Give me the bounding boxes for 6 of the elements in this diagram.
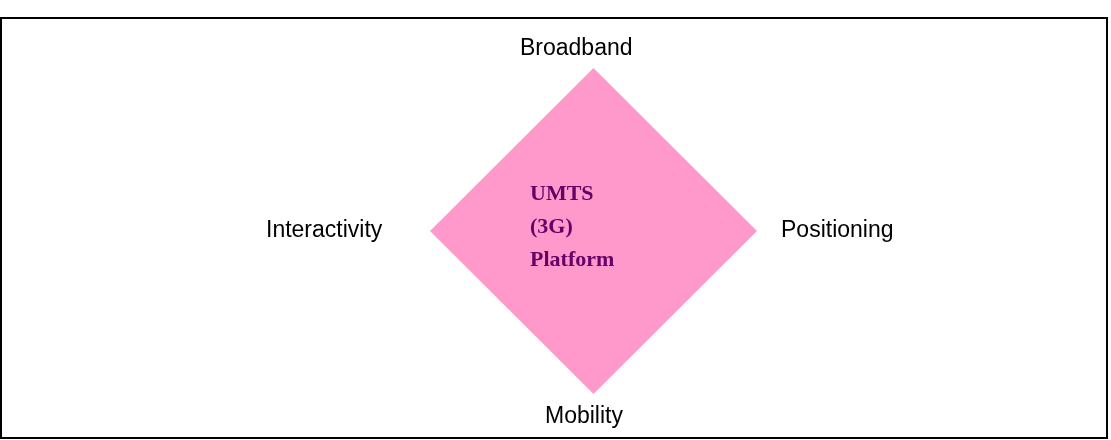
diamond-shape (430, 68, 757, 394)
corner-label: Mobility (545, 402, 623, 429)
corner-label: Broadband (520, 34, 633, 61)
corner-label: Positioning (781, 216, 894, 243)
platform-title: UMTS (3G) Platform (530, 179, 616, 273)
corner-label: Interactivity (266, 216, 383, 243)
